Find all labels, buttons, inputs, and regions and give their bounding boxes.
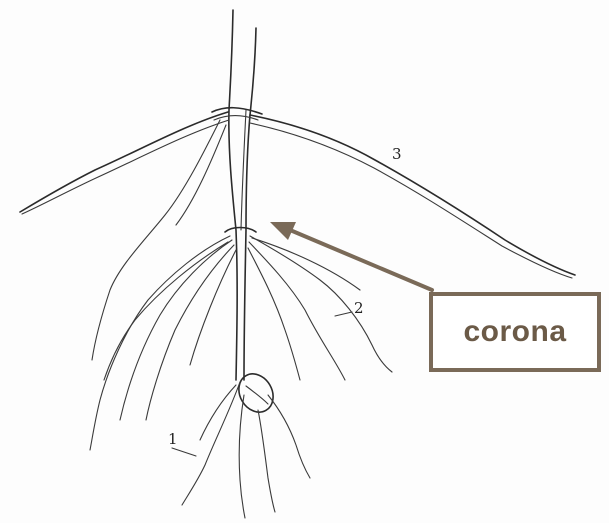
stem-right-edge [244, 28, 256, 380]
corona-callout-box: corona [429, 292, 601, 372]
part-label-1: 1 [168, 430, 178, 448]
part-label-2: 2 [354, 299, 364, 317]
crown-root-right [250, 115, 575, 275]
upper-node [212, 108, 262, 114]
part-label-3: 3 [392, 145, 402, 163]
callout-arrow-line [290, 230, 432, 290]
crown-root-left [20, 112, 228, 212]
stem-left-edge [229, 10, 237, 380]
corona-label: corona [463, 315, 566, 349]
